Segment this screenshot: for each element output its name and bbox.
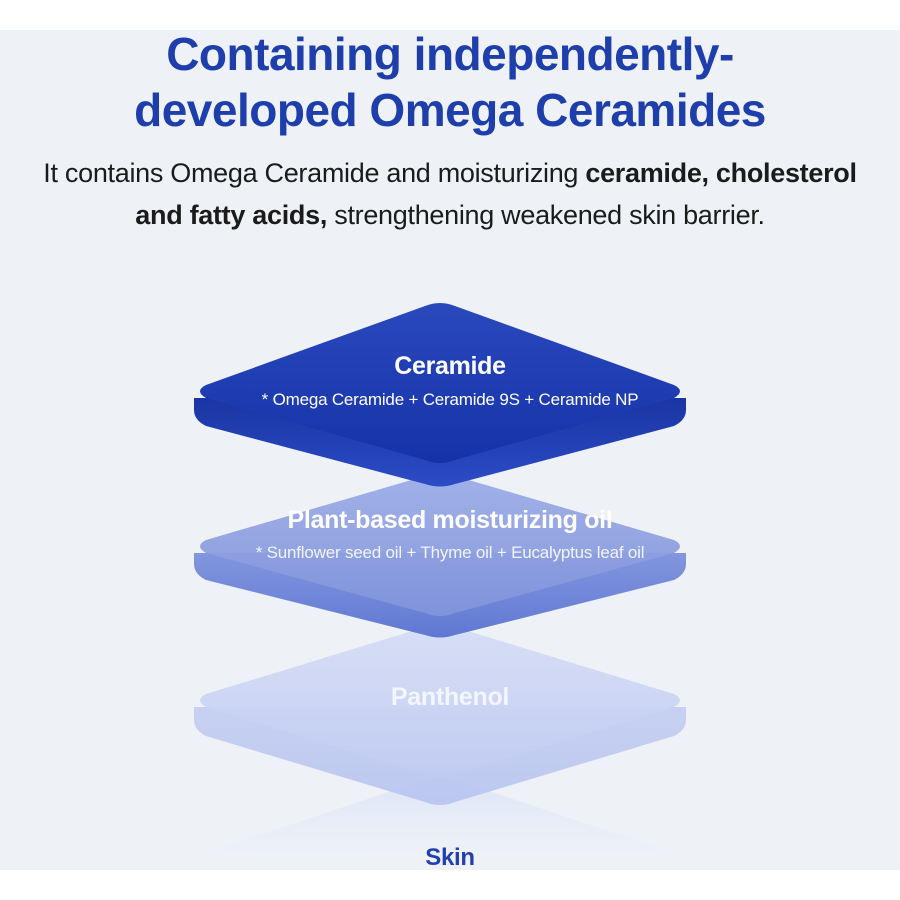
skin-label: Skin bbox=[425, 844, 475, 871]
panthenol-title: Panthenol bbox=[390, 683, 510, 711]
plant-oil-title: Plant-based moisturizing oil bbox=[287, 506, 613, 534]
ceramide-ingredients: * Omega Ceramide + Ceramide 9S + Ceramid… bbox=[261, 390, 639, 409]
description-line-1: It contains Omega Ceramide and moisturiz… bbox=[0, 152, 900, 194]
description: It contains Omega Ceramide and moisturiz… bbox=[0, 152, 900, 236]
skin-layer bbox=[200, 778, 680, 855]
plant-oil-layer bbox=[194, 473, 686, 638]
description-text: strengthening weakened skin barrier. bbox=[327, 200, 765, 230]
ceramide-title: Ceramide bbox=[394, 352, 506, 380]
plant-oil-ingredients: * Sunflower seed oil + Thyme oil + Eucal… bbox=[255, 543, 645, 562]
ingredient-layer-stack: Ceramide * Omega Ceramide + Ceramide 9S … bbox=[0, 270, 900, 871]
description-text: It contains Omega Ceramide and moisturiz… bbox=[43, 158, 586, 188]
page-title: Containing independently- developed Omeg… bbox=[0, 26, 900, 138]
title-line-1: Containing independently- bbox=[166, 28, 734, 80]
title-line-2: developed Omega Ceramides bbox=[134, 84, 766, 136]
description-highlight: ceramide, cholesterol bbox=[585, 158, 857, 188]
ceramide-layer bbox=[194, 303, 686, 487]
description-highlight: and fatty acids, bbox=[135, 200, 328, 230]
panthenol-layer bbox=[194, 624, 686, 805]
description-line-2: and fatty acids, strengthening weakened … bbox=[0, 194, 900, 236]
layer-stack-graphic bbox=[194, 303, 686, 855]
